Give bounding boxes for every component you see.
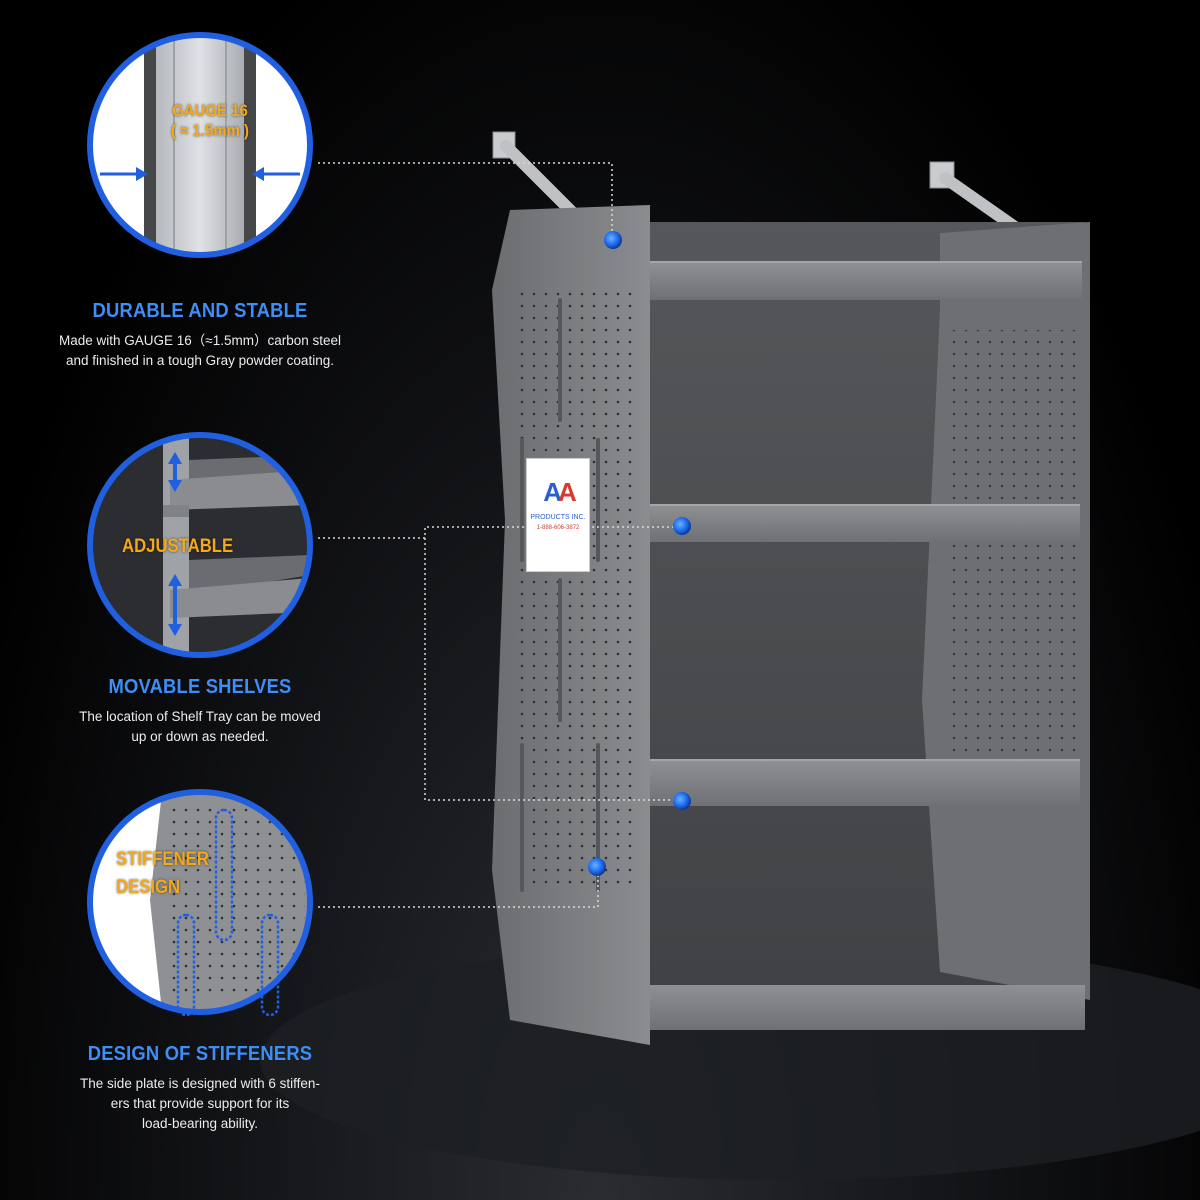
feature-stiffeners-line-1: The side plate is designed with 6 stiffe… (80, 1076, 320, 1091)
badge-gauge-line-2: ( ≈ 1.5mm ) (170, 121, 250, 140)
right-panel-holes (946, 330, 1076, 760)
badge-gauge: GAUGE 16 ( ≈ 1.5mm ) (170, 101, 249, 141)
mounting-bracket-right (929, 161, 1028, 238)
hotspot-shelf-upper[interactable] (673, 517, 691, 535)
feature-movable-title: MOVABLE SHELVES (108, 676, 292, 698)
shelf-middle-upper (645, 504, 1080, 542)
left-panel-holes (520, 290, 635, 890)
feature-durable-line-2: and finished in a tough Gray powder coat… (66, 353, 334, 368)
feature-movable-line-1: The location of Shelf Tray can be moved (79, 709, 321, 724)
shelf-bottom (645, 985, 1085, 1030)
feature-movable-description: The location of Shelf Tray can be moved … (20, 707, 380, 747)
badge-adjustable: ADJUSTABLE (122, 536, 233, 558)
badge-stiffener: STIFFENER DESIGN (116, 846, 209, 902)
detail-circle-stiffener (87, 789, 313, 1017)
feature-durable: DURABLE AND STABLE Made with GAUGE 16（≈1… (20, 300, 380, 371)
thickness-arrows-icon (100, 167, 300, 181)
badge-adjustable-line-1: ADJUSTABLE (122, 536, 234, 557)
brand-phone: 1-888-606-3872 (536, 525, 580, 531)
feature-stiffeners-line-2: ers that provide support for its (110, 1096, 290, 1111)
stiffener-outline-icon (176, 808, 280, 1017)
shelving-unit (492, 131, 1090, 1045)
hotspot-stiffener[interactable] (588, 858, 606, 876)
badge-stiffener-line-2: DESIGN (116, 877, 181, 898)
feature-stiffeners: DESIGN OF STIFFENERS The side plate is d… (20, 1043, 380, 1134)
shelf-top (645, 261, 1082, 300)
badge-gauge-line-1: GAUGE 16 (172, 101, 248, 120)
feature-durable-line-1: Made with GAUGE 16（≈1.5mm）carbon steel (58, 333, 342, 348)
feature-durable-description: Made with GAUGE 16（≈1.5mm）carbon steel a… (20, 331, 380, 371)
feature-movable-line-2: up or down as needed. (131, 729, 269, 744)
badge-stiffener-line-1: STIFFENER (116, 849, 209, 870)
brand-label: AA PRODUCTS INC. 1-888-606-3872 (526, 458, 590, 572)
feature-stiffeners-line-3: load-bearing ability. (141, 1116, 259, 1131)
feature-movable: MOVABLE SHELVES The location of Shelf Tr… (20, 676, 380, 747)
feature-stiffeners-title: DESIGN OF STIFFENERS (87, 1043, 313, 1065)
hotspot-gauge[interactable] (604, 231, 622, 249)
brand-company: PRODUCTS INC. (530, 514, 586, 521)
up-down-arrows-icon (168, 452, 182, 636)
detail-circle-adjustable (87, 432, 313, 658)
feature-durable-title: DURABLE AND STABLE (92, 300, 308, 322)
detail-circle-gauge (87, 32, 313, 258)
shelf-middle-lower (645, 759, 1080, 806)
feature-stiffeners-description: The side plate is designed with 6 stiffe… (20, 1074, 380, 1134)
hotspot-shelf-lower[interactable] (673, 792, 691, 810)
brand-logo: AA (543, 477, 577, 507)
